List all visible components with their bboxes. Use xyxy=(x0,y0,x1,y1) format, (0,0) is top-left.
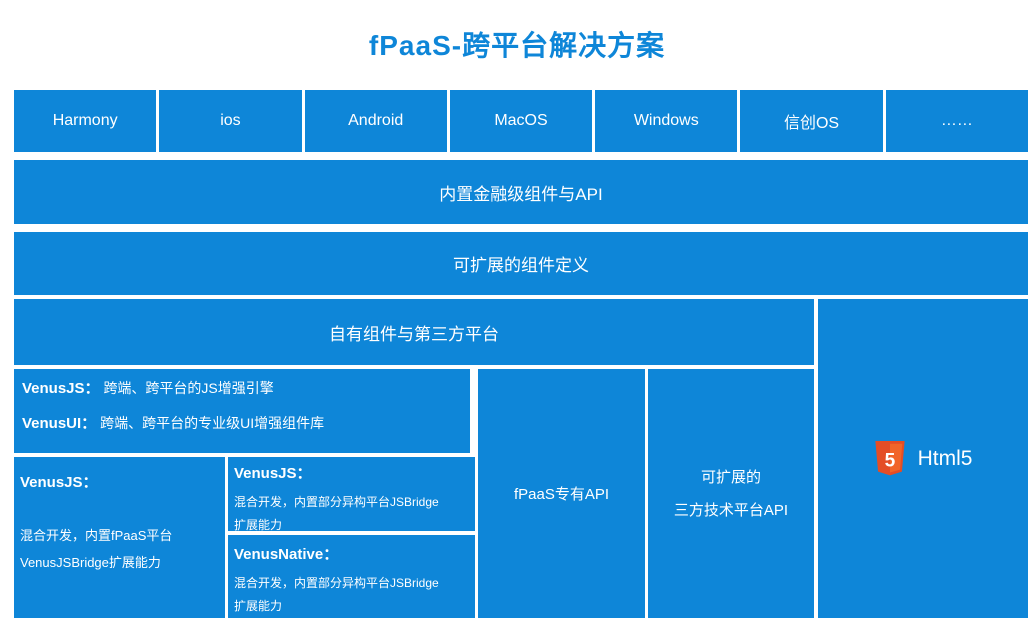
venus-js-hetero-line2: 扩展能力 xyxy=(234,517,283,532)
platform-macos: MacOS xyxy=(449,90,593,152)
venus-js-hetero-box: VenusJS： 混合开发，内置部分异构平台JSBridge 扩展能力 xyxy=(228,457,475,532)
thirdparty-api-line1: 可扩展的 xyxy=(700,468,761,486)
layer-builtin-api-bar: 内置金融级组件与API xyxy=(14,160,1028,224)
venus-fpaas-bridge-line2: VenusJSBridge扩展能力 xyxy=(20,555,161,571)
venusui-text: 跨端、跨平台的专业级UI增强组件库 xyxy=(100,415,325,431)
html5-box: 5 Html5 xyxy=(818,299,1028,618)
venusui-label: VenusUI： xyxy=(22,415,97,432)
venus-native-hetero-line2: 扩展能力 xyxy=(234,598,283,613)
venus-js-hetero-text: 混合开发，内置部分异构平台JSBridge 扩展能力 xyxy=(234,491,467,537)
venus-fpaas-bridge-text: 混合开发，内置fPaaS平台 VenusJSBridge扩展能力 xyxy=(20,522,217,577)
venus-native-hetero-label: VenusNative： xyxy=(234,546,339,563)
platform-xinchuang-os: 信创OS xyxy=(740,90,883,152)
html5-shield-glyph: 5 xyxy=(884,450,895,471)
venusjs-engine-label: VenusJS： xyxy=(22,380,100,397)
venus-js-hetero-label: VenusJS： xyxy=(234,465,312,482)
platform-harmony: Harmony xyxy=(14,90,157,152)
platform-ios: ios xyxy=(159,90,302,152)
html5-label: Html5 xyxy=(917,446,973,470)
platform-more: …… xyxy=(885,90,1028,152)
venus-fpaas-bridge-line1: 混合开发，内置fPaaS平台 xyxy=(20,528,173,543)
venus-js-hetero-line1: 混合开发，内置部分异构平台JSBridge xyxy=(234,495,439,509)
venusjs-engine-text: 跨端、跨平台的JS增强引擎 xyxy=(103,380,274,396)
venus-native-hetero-box: VenusNative： 混合开发，内置部分异构平台JSBridge 扩展能力 xyxy=(228,535,475,618)
venusjs-engine-line: VenusJS： 跨端、跨平台的JS增强引擎 xyxy=(22,377,462,398)
layer-own-thirdparty-bar: 自有组件与第三方平台 xyxy=(14,299,814,365)
thirdparty-api-box: 可扩展的 三方技术平台API xyxy=(648,369,814,618)
venus-fpaas-bridge-label: VenusJS： xyxy=(20,474,98,491)
layer-extensible-definition-bar: 可扩展的组件定义 xyxy=(14,232,1028,295)
venus-engine-box: VenusJS： 跨端、跨平台的JS增强引擎 VenusUI： 跨端、跨平台的专… xyxy=(14,369,470,453)
venus-native-hetero-line1: 混合开发，内置部分异构平台JSBridge xyxy=(234,576,439,590)
platform-windows: Windows xyxy=(595,90,738,152)
venusui-line: VenusUI： 跨端、跨平台的专业级UI增强组件库 xyxy=(22,412,462,433)
fpaas-api-box: fPaaS专有API xyxy=(478,369,645,618)
venus-fpaas-bridge-box: VenusJS： 混合开发，内置fPaaS平台 VenusJSBridge扩展能… xyxy=(14,457,225,618)
thirdparty-api-line2: 三方技术平台API xyxy=(673,501,789,519)
venus-native-hetero-text: 混合开发，内置部分异构平台JSBridge 扩展能力 xyxy=(234,572,467,618)
platform-android: Android xyxy=(304,90,447,152)
page-title: fPaaS-跨平台解决方案 xyxy=(368,30,666,61)
html5-shield-icon: 5 xyxy=(874,440,905,475)
platform-row: Harmony ios Android MacOS Windows 信创OS …… xyxy=(14,90,1028,152)
